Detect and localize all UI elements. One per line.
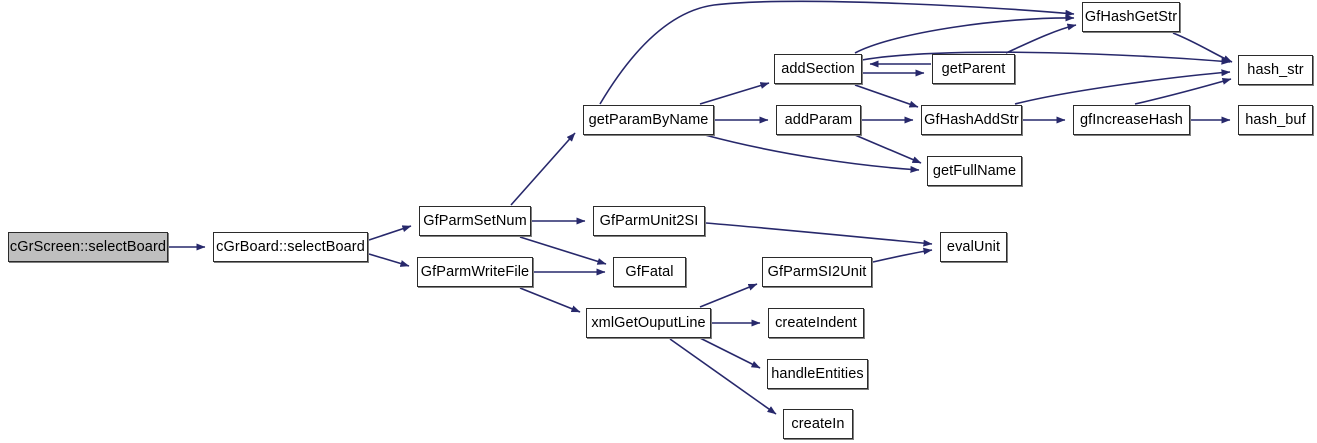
edge-addSection-to-hash_str	[861, 51, 1231, 65]
node-label-GfHashAddStr: GfHashAddStr	[924, 111, 1019, 128]
node-GfHashGetStr[interactable]: GfHashGetStr	[1082, 2, 1180, 32]
node-label-hash_buf: hash_buf	[1245, 111, 1306, 128]
edge-getParamByName-to-addSection	[699, 82, 770, 105]
node-label-getFullName: getFullName	[932, 162, 1017, 179]
node-getFullName[interactable]: getFullName	[927, 156, 1022, 186]
node-GfParmWriteFile[interactable]: GfParmWriteFile	[417, 257, 533, 287]
edge-gfIncreaseHash-to-hash_str	[1134, 77, 1232, 105]
node-label-xmlGetOuputLine: xmlGetOuputLine	[591, 314, 706, 331]
node-GfParmSI2Unit[interactable]: GfParmSI2Unit	[762, 257, 872, 287]
edge-getParamByName-to-getFullName	[704, 134, 920, 173]
node-label-getParent: getParent	[941, 60, 1006, 77]
edge-GfParmWriteFile-to-xmlGetOuputLine	[519, 287, 581, 313]
node-label-GfParmSetNum: GfParmSetNum	[423, 212, 527, 229]
node-label-cGrScreen_selectBoard: cGrScreen::selectBoard	[9, 238, 167, 255]
edge-GfParmUnit2SI-to-evalUnit	[705, 222, 933, 247]
node-label-handleEntities: handleEntities	[771, 365, 864, 382]
node-label-addParam: addParam	[784, 111, 853, 128]
edge-cGrBoard_selectBoard-to-GfParmWriteFile	[368, 253, 410, 267]
node-label-createIndent: createIndent	[775, 314, 857, 331]
edge-GfParmSI2Unit-to-evalUnit	[872, 247, 933, 263]
node-getParent[interactable]: getParent	[932, 54, 1015, 84]
edge-cGrBoard_selectBoard-to-GfParmSetNum	[368, 225, 412, 241]
node-createIndent[interactable]: createIndent	[768, 308, 864, 338]
edge-xmlGetOuputLine-to-GfParmSI2Unit	[699, 283, 758, 308]
node-getParamByName[interactable]: getParamByName	[583, 105, 714, 135]
node-gfIncreaseHash[interactable]: gfIncreaseHash	[1073, 105, 1190, 135]
edge-GfHashAddStr-to-hash_str	[1014, 69, 1231, 105]
node-label-hash_str: hash_str	[1247, 61, 1304, 78]
node-evalUnit[interactable]: evalUnit	[940, 232, 1007, 262]
edge-addSection-to-GfHashGetStr	[854, 14, 1075, 54]
node-GfParmSetNum[interactable]: GfParmSetNum	[419, 206, 531, 236]
node-hash_buf[interactable]: hash_buf	[1238, 105, 1313, 135]
node-createIn[interactable]: createIn	[783, 409, 853, 439]
node-label-GfFatal: GfFatal	[625, 263, 674, 280]
node-label-GfHashGetStr: GfHashGetStr	[1084, 8, 1178, 25]
edge-GfParmSetNum-to-getParamByName	[510, 132, 576, 206]
node-label-GfParmUnit2SI: GfParmUnit2SI	[599, 212, 699, 229]
node-label-cGrBoard_selectBoard: cGrBoard::selectBoard	[216, 238, 365, 255]
node-hash_str[interactable]: hash_str	[1238, 55, 1313, 85]
node-addSection[interactable]: addSection	[774, 54, 862, 84]
node-label-evalUnit: evalUnit	[946, 238, 1001, 255]
node-GfHashAddStr[interactable]: GfHashAddStr	[921, 105, 1022, 135]
edge-getParent-to-GfHashGetStr	[1005, 23, 1077, 54]
node-label-gfIncreaseHash: gfIncreaseHash	[1080, 111, 1183, 128]
edge-xmlGetOuputLine-to-handleEntities	[699, 337, 761, 369]
node-label-addSection: addSection	[781, 60, 855, 77]
node-xmlGetOuputLine[interactable]: xmlGetOuputLine	[586, 308, 711, 338]
edge-addParam-to-getFullName	[854, 134, 922, 164]
edge-GfHashGetStr-to-hash_str	[1172, 32, 1233, 63]
node-handleEntities[interactable]: handleEntities	[767, 359, 868, 389]
node-label-GfParmSI2Unit: GfParmSI2Unit	[767, 263, 867, 280]
node-GfFatal[interactable]: GfFatal	[613, 257, 686, 287]
node-label-createIn: createIn	[791, 415, 845, 432]
edge-addSection-to-GfHashAddStr	[854, 84, 919, 108]
node-cGrScreen_selectBoard[interactable]: cGrScreen::selectBoard	[8, 232, 168, 262]
node-addParam[interactable]: addParam	[776, 105, 861, 135]
node-label-GfParmWriteFile: GfParmWriteFile	[420, 263, 530, 280]
node-cGrBoard_selectBoard[interactable]: cGrBoard::selectBoard	[213, 232, 368, 262]
edge-xmlGetOuputLine-to-createIn	[669, 338, 777, 415]
node-label-getParamByName: getParamByName	[588, 111, 709, 128]
node-GfParmUnit2SI[interactable]: GfParmUnit2SI	[593, 206, 705, 236]
edge-getParamByName-to-GfHashGetStr	[599, 0, 1075, 105]
